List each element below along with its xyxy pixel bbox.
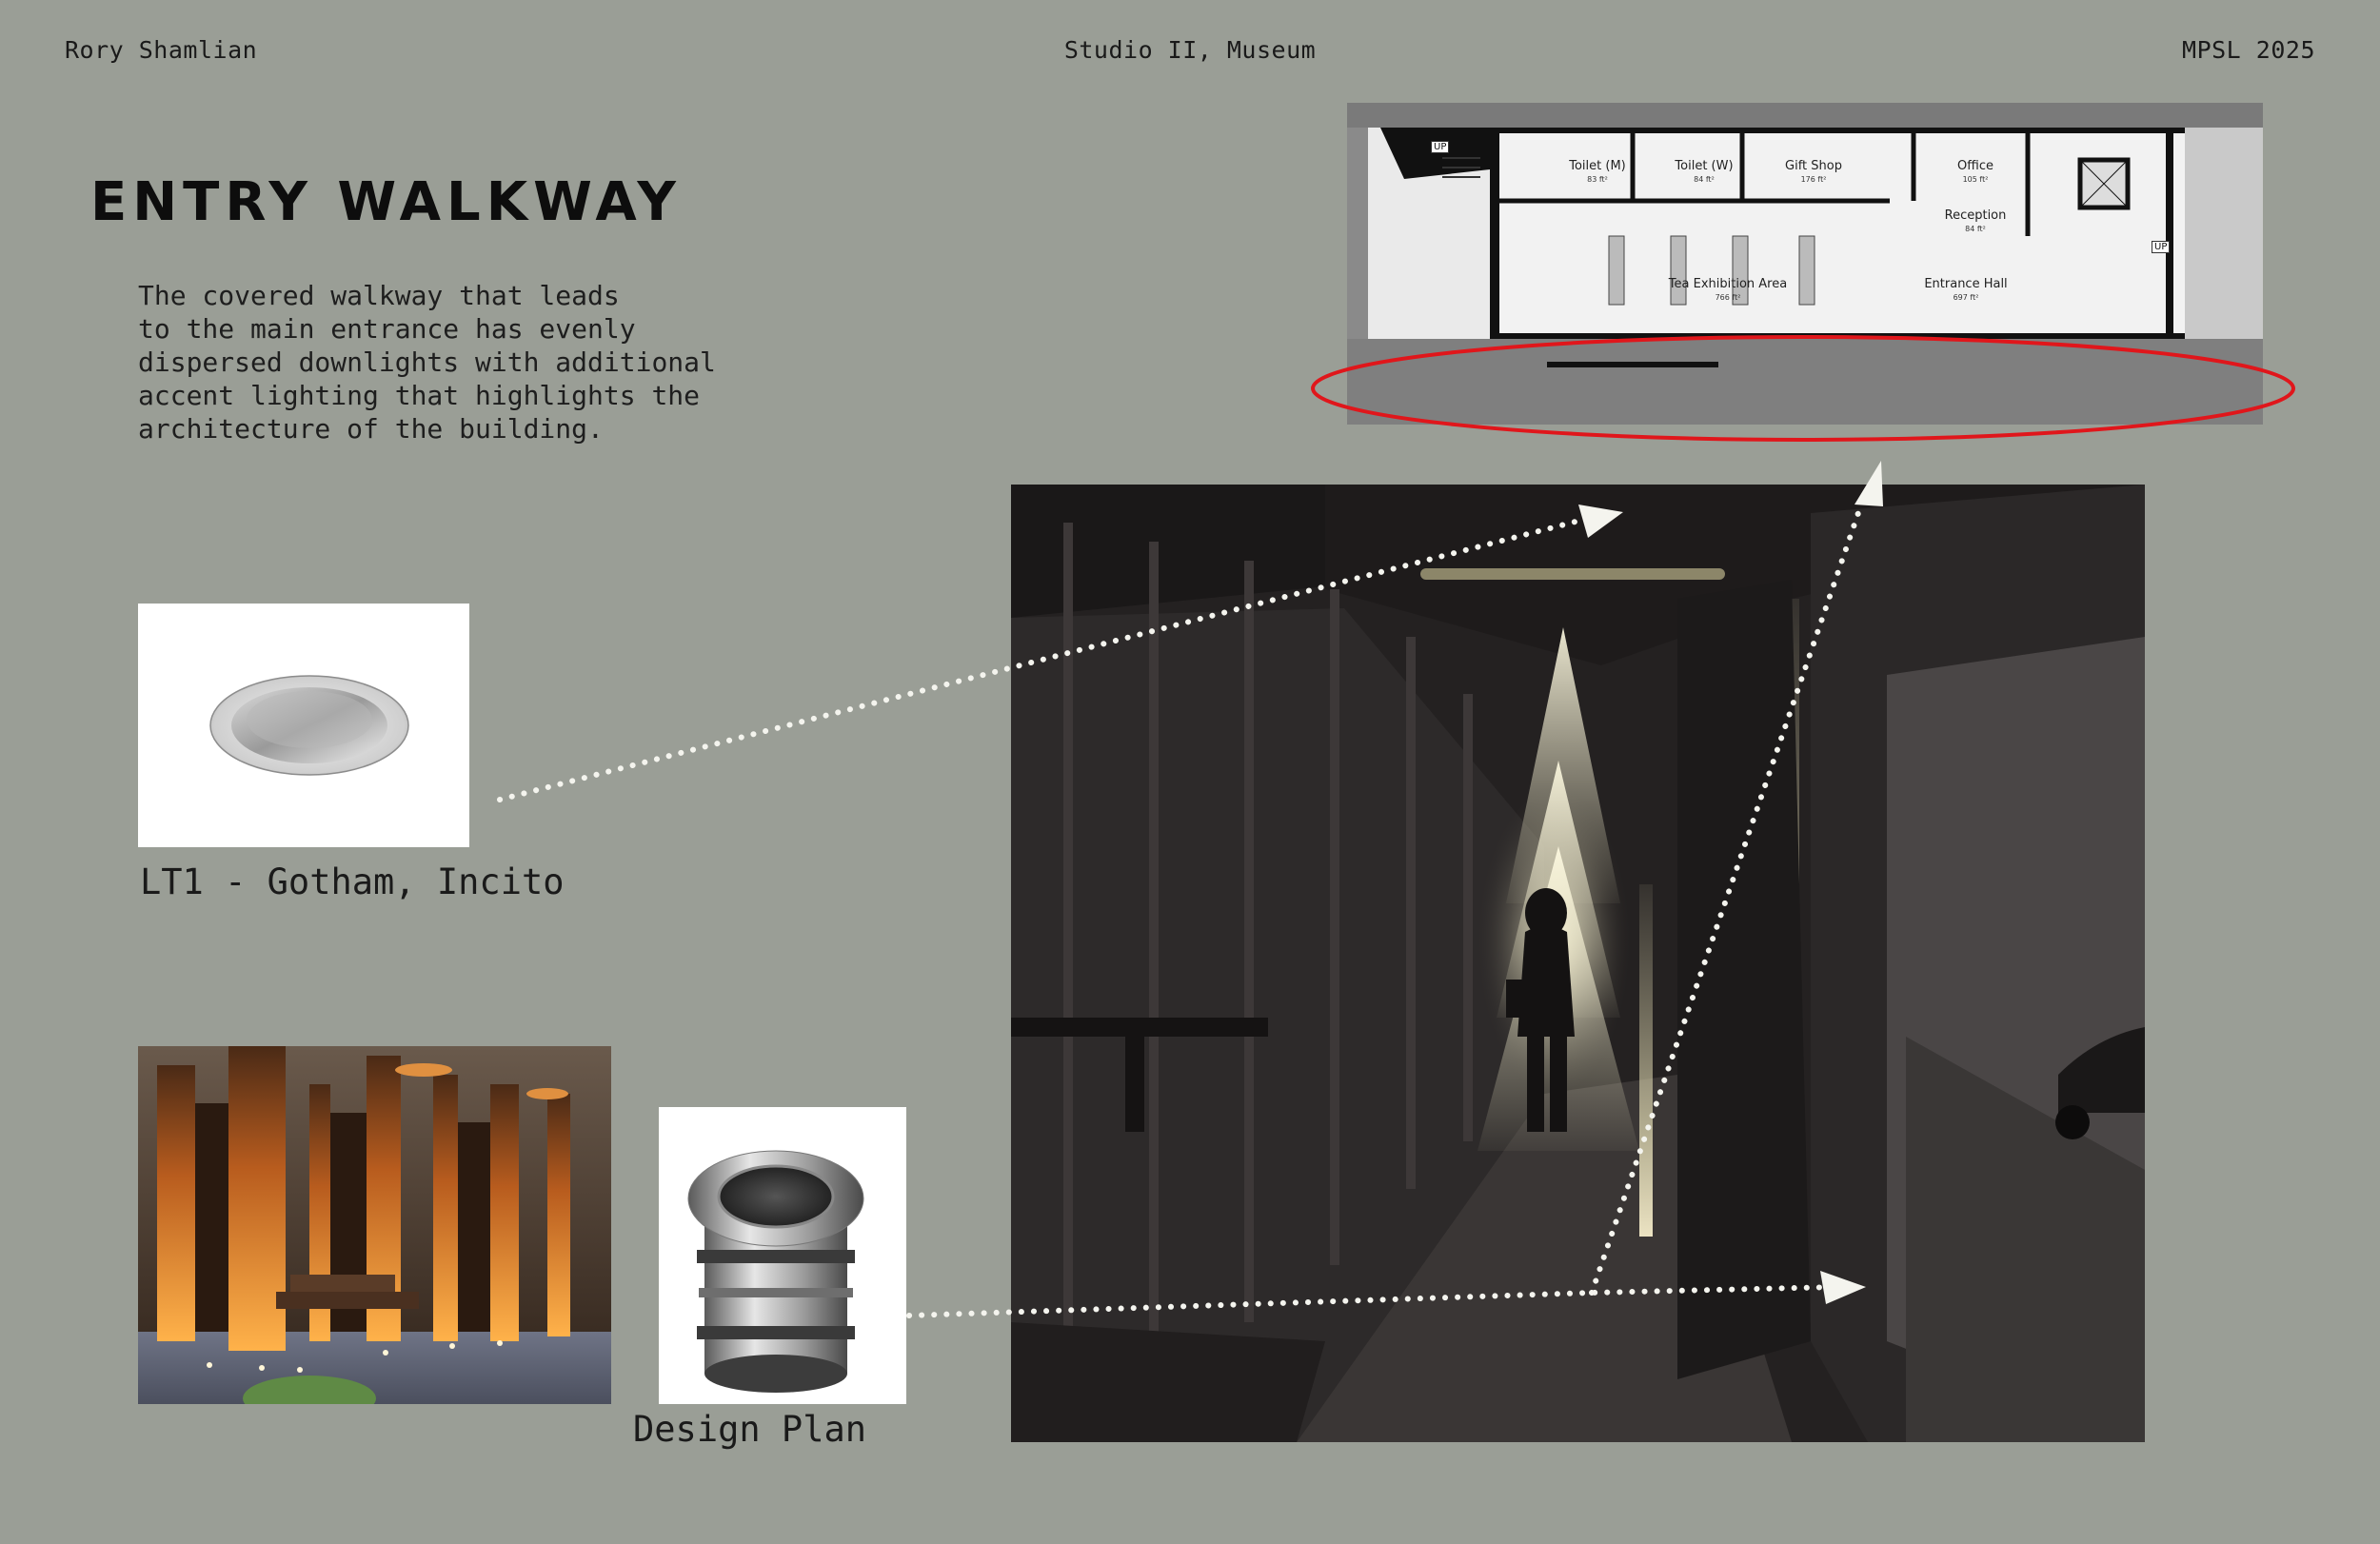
plan-room-toilet-men: Toilet (M)83 ft² bbox=[1569, 159, 1626, 185]
design-plan-caption: Design Plan bbox=[633, 1409, 867, 1450]
description-text: The covered walkway that leads to the ma… bbox=[138, 280, 716, 445]
plan-up-label: UP bbox=[2152, 241, 2171, 253]
inground-uplight-image bbox=[659, 1107, 906, 1404]
program-label: MPSL 2025 bbox=[2182, 36, 2315, 64]
lt1-caption: LT1 - Gotham, Incito bbox=[140, 861, 565, 902]
colonnade-reference-image bbox=[138, 1046, 611, 1404]
walkway-render-image bbox=[1011, 485, 2145, 1442]
plan-room-toilet-women: Toilet (W)84 ft² bbox=[1675, 159, 1734, 185]
page-title: ENTRY WALKWAY bbox=[90, 171, 682, 233]
lt1-downlight-image bbox=[138, 604, 469, 847]
author-name: Rory Shamlian bbox=[65, 36, 258, 64]
course-title: Studio II, Museum bbox=[1063, 36, 1317, 64]
floor-plan-image: Toilet (M)83 ft² Toilet (W)84 ft² Gift S… bbox=[1347, 103, 2263, 425]
plan-up-label: UP bbox=[1431, 141, 1450, 153]
